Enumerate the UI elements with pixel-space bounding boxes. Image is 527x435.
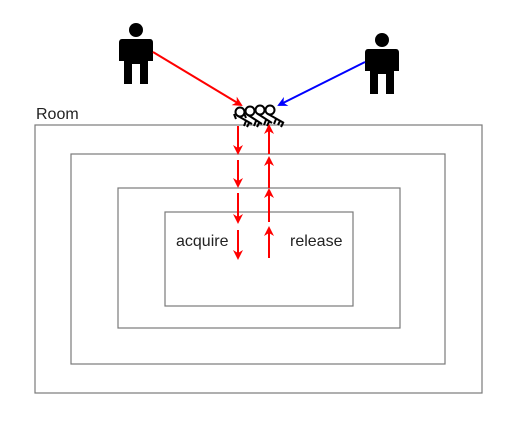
left-person-to-keys-arrow [152,51,243,107]
room-outer-box [34,124,483,394]
keys-icon [233,104,285,128]
acquire-label: acquire [176,233,229,250]
room-level-3-box [117,187,401,329]
room-label: Room [36,106,79,123]
right-person-to-keys-arrow [277,61,366,106]
release-label: release [290,233,343,250]
room-level-2-box [70,153,446,365]
room-inner-box [164,211,354,307]
right-person-icon [365,33,399,94]
left-person-icon [119,23,153,84]
